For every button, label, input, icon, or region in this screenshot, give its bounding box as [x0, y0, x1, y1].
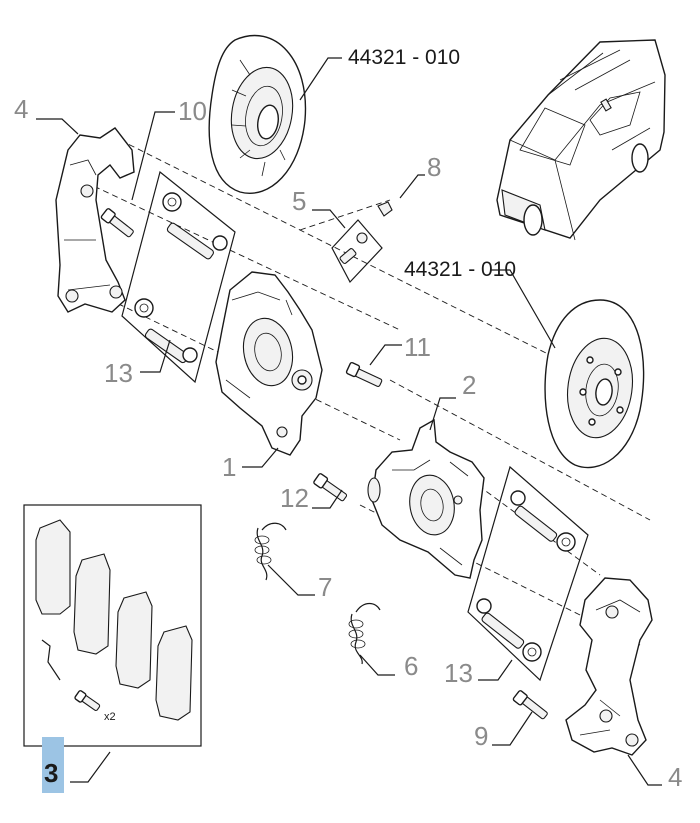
- brake-caliper-right[interactable]: [367, 418, 485, 579]
- brake-caliper-left[interactable]: [215, 271, 323, 456]
- callout-6: 6: [404, 651, 418, 681]
- callout-3-highlighted[interactable]: 3: [42, 737, 64, 793]
- callout-13-right: 13: [444, 658, 473, 688]
- callout-3: 3: [44, 758, 58, 788]
- bolt-9[interactable]: [512, 690, 548, 720]
- callout-11: 11: [404, 332, 431, 362]
- part-number-disc-top: 44321 - 010: [348, 46, 460, 69]
- callout-9: 9: [474, 721, 488, 751]
- callout-7: 7: [318, 572, 332, 602]
- bolt-11[interactable]: [345, 361, 383, 387]
- part-number-disc-right: 44321 - 010: [404, 258, 516, 281]
- spring-7[interactable]: [254, 522, 287, 581]
- brake-disc-top[interactable]: [208, 34, 307, 194]
- callout-5: 5: [292, 186, 306, 216]
- callout-10: 10: [178, 96, 207, 126]
- callouts: 4 10 5 8 13 1 11 2 12 7 6 13 9 4: [14, 94, 682, 792]
- brake-disc-right[interactable]: [544, 299, 645, 469]
- callout-2: 2: [462, 370, 476, 400]
- bleed-screw-kit[interactable]: [331, 219, 383, 284]
- callout-12: 12: [280, 483, 309, 513]
- spring-6[interactable]: [348, 602, 381, 665]
- guide-pin-kit-right[interactable]: [467, 465, 589, 682]
- callout-8: 8: [427, 152, 441, 182]
- caliper-bracket-left[interactable]: [55, 127, 135, 313]
- bolt-10[interactable]: [100, 208, 134, 238]
- callout-13-left: 13: [104, 358, 133, 388]
- van-illustration: [496, 39, 666, 241]
- bleed-screw-cap[interactable]: [377, 201, 393, 217]
- pad-bolt-quantity-label: x2: [104, 711, 116, 723]
- brake-pad-set-box[interactable]: x2: [23, 504, 202, 747]
- leader-lines: [36, 57, 662, 786]
- caliper-bracket-right[interactable]: [565, 577, 653, 756]
- part-number-labels: 44321 - 010 44321 - 010: [348, 46, 516, 281]
- callout-4-top: 4: [14, 94, 28, 124]
- bolt-12[interactable]: [313, 473, 348, 502]
- callout-4-bottom: 4: [668, 762, 682, 792]
- callout-1: 1: [222, 452, 236, 482]
